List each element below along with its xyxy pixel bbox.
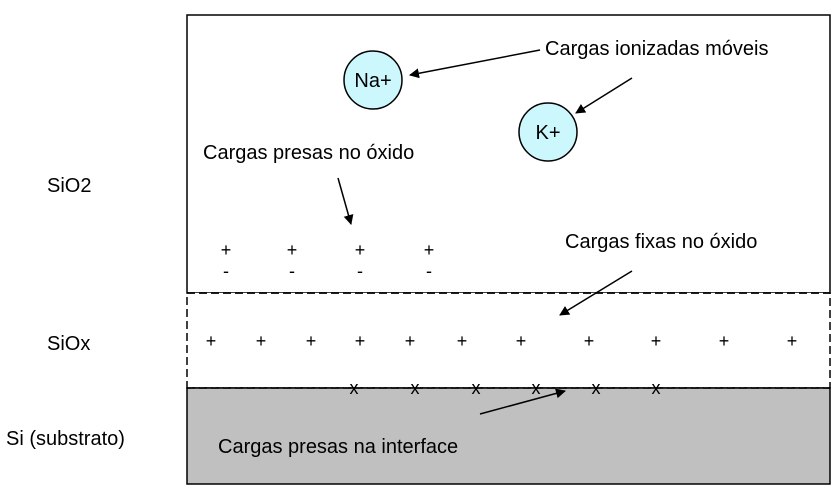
oxide-plus-1: + — [221, 240, 232, 260]
fixed-plus-2: + — [256, 331, 267, 351]
oxide-plus-4: + — [424, 240, 435, 260]
na-ion-label: Na+ — [354, 70, 391, 92]
mobile-to-k-arrow — [575, 77, 633, 114]
siox-label: SiOx — [47, 333, 90, 355]
interface-cross-6: x — [652, 378, 661, 398]
interface-cross-5: x — [592, 378, 601, 398]
oxide-trapped-arrow — [337, 177, 354, 225]
fixed-plus-6: + — [457, 331, 468, 351]
fixed-plus-7: + — [516, 331, 527, 351]
fixed-charges-arrow — [559, 270, 633, 316]
interface-cross-3: x — [472, 378, 481, 398]
fixed-plus-3: + — [306, 331, 317, 351]
si-substrate-label: Si (substrato) — [6, 428, 125, 450]
mobile-to-na-arrow — [409, 49, 541, 79]
sio2-label: SiO2 — [47, 175, 91, 197]
si-substrate-layer — [186, 387, 831, 485]
mobile-charges-label: Cargas ionizadas móveis — [545, 38, 768, 60]
interface-cross-1: x — [350, 378, 359, 398]
interface-trapped-charges-label: Cargas presas na interface — [218, 436, 458, 458]
oxide-minus-4: - — [426, 261, 432, 281]
interface-trapped-charges: x x x x x x — [350, 378, 661, 398]
fixed-plus-11: + — [787, 331, 798, 351]
oxide-plus-3: + — [355, 240, 366, 260]
fixed-plus-8: + — [584, 331, 595, 351]
oxide-minus-3: - — [357, 261, 363, 281]
fixed-plus-9: + — [651, 331, 662, 351]
fixed-oxide-charges: + + + + + + + + + + + — [206, 331, 798, 351]
fixed-plus-1: + — [206, 331, 217, 351]
fixed-oxide-charges-label: Cargas fixas no óxido — [565, 231, 757, 253]
sio2-layer — [186, 14, 831, 294]
na-ion-circle — [343, 50, 403, 110]
fixed-plus-5: + — [405, 331, 416, 351]
interface-cross-2: x — [411, 378, 420, 398]
oxide-plus-2: + — [287, 240, 298, 260]
interface-charges-arrow — [479, 388, 566, 415]
oxide-minus-2: - — [289, 261, 295, 281]
k-ion-label: K+ — [535, 122, 560, 144]
oxide-minus-1: - — [223, 261, 229, 281]
oxide-trapped-charges: + - + - + - + - — [221, 240, 435, 281]
oxide-trapped-charges-label: Cargas presas no óxido — [203, 142, 414, 164]
interface-cross-4: x — [532, 378, 541, 398]
fixed-plus-4: + — [355, 331, 366, 351]
siox-layer — [186, 292, 831, 389]
k-ion-circle — [518, 102, 578, 162]
fixed-plus-10: + — [719, 331, 730, 351]
